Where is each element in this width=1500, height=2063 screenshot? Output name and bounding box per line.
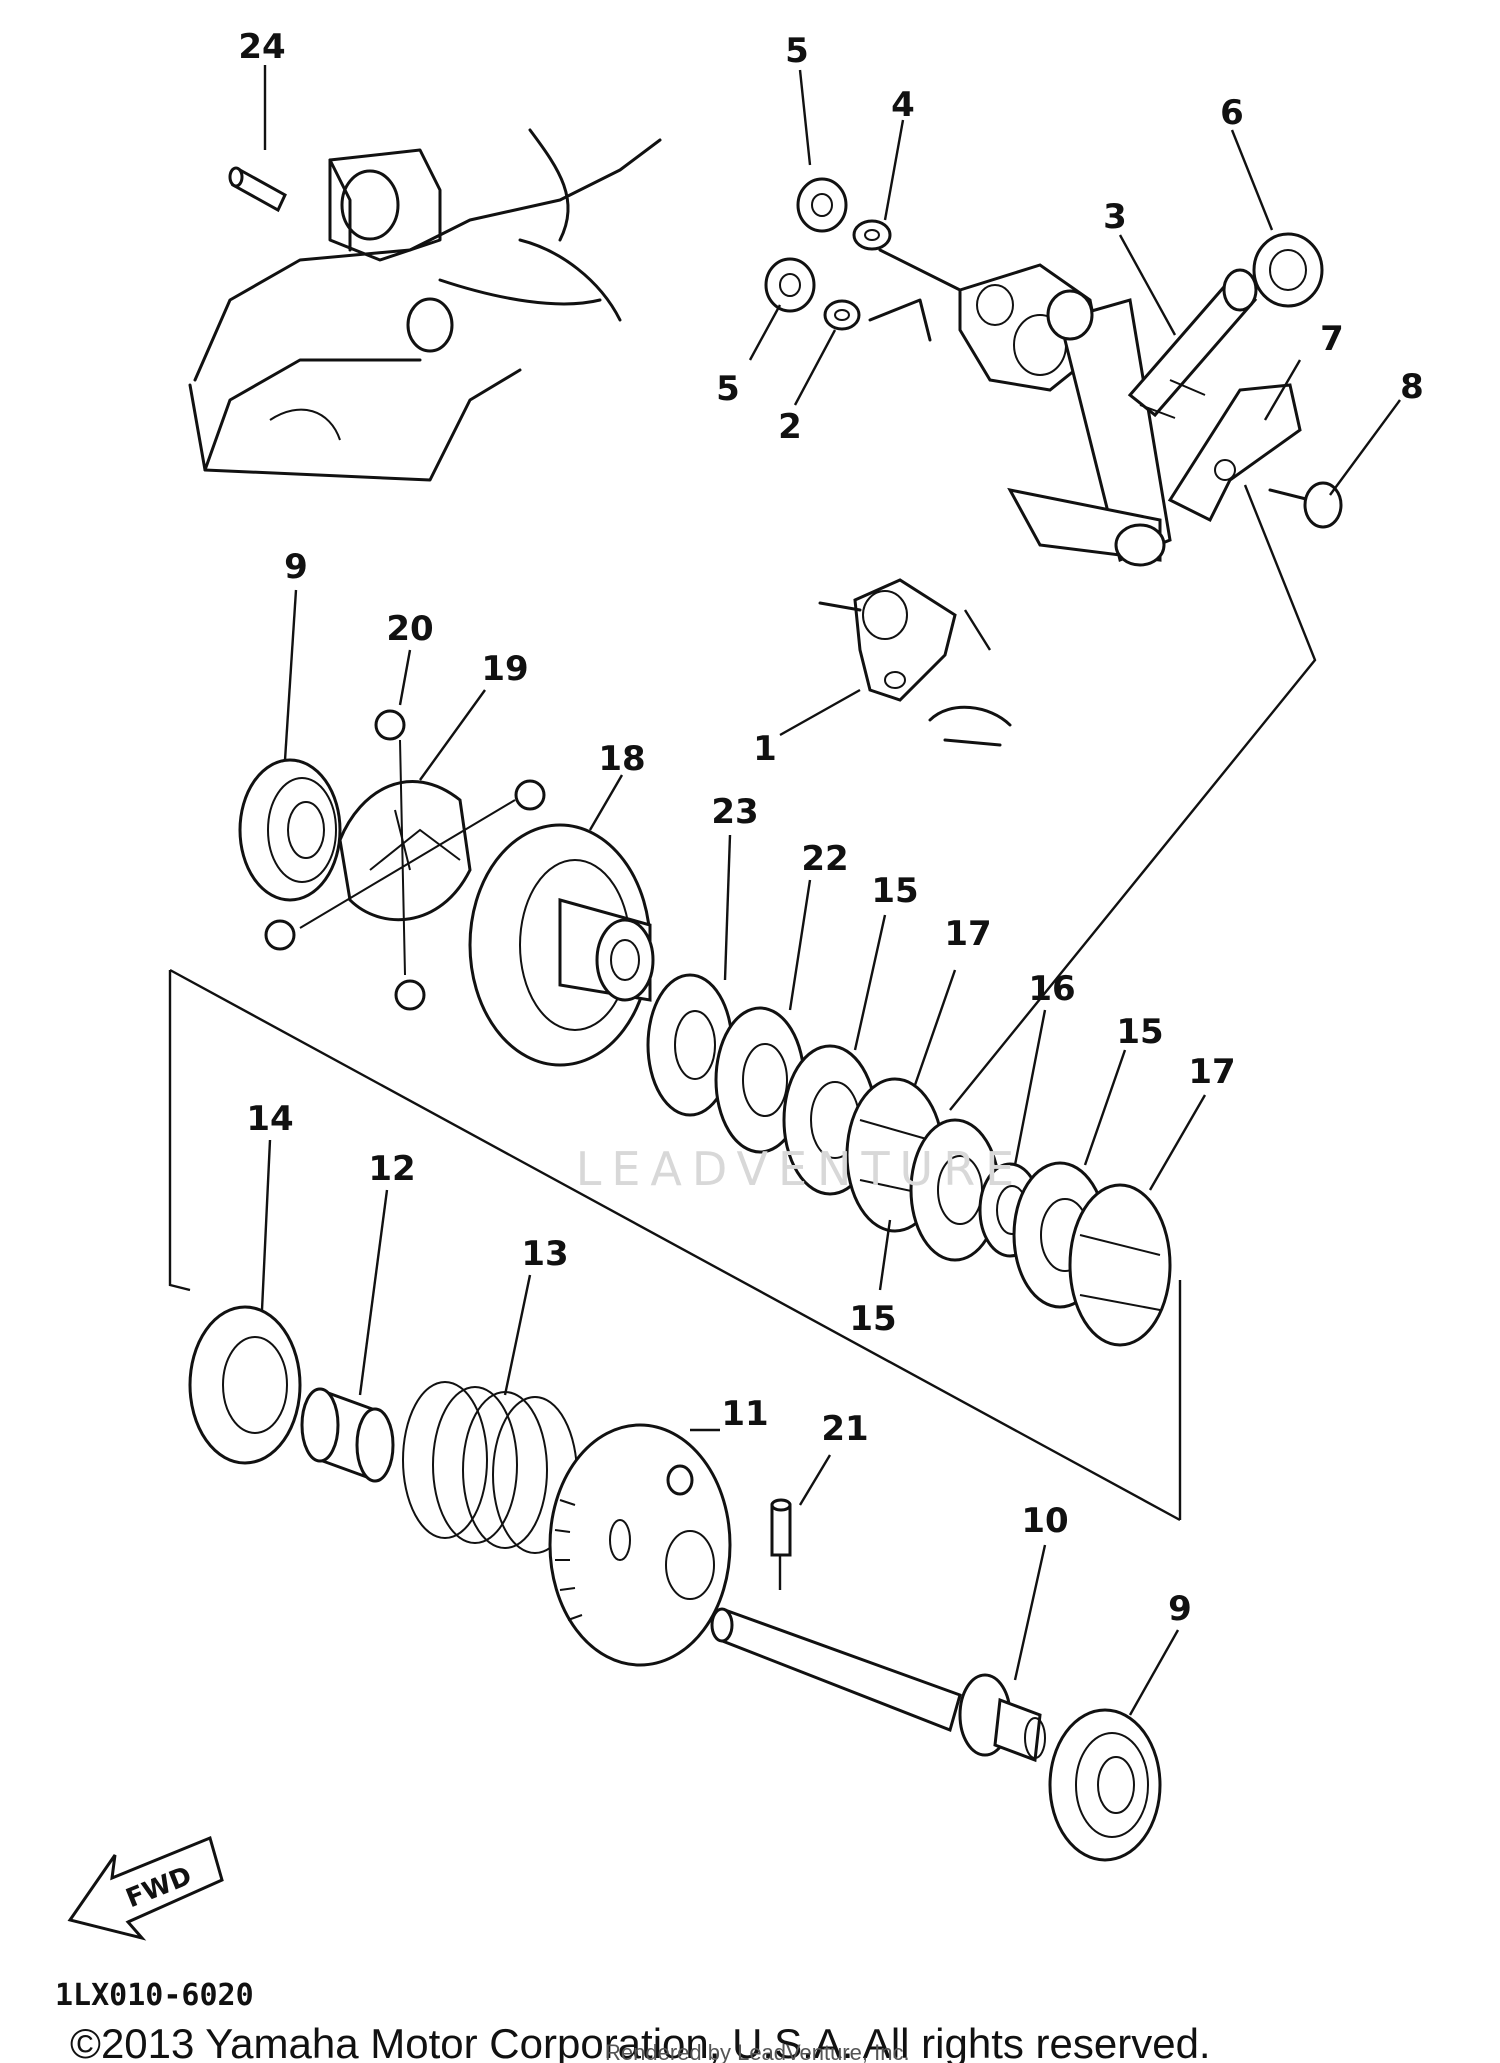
callout-13: 13 (521, 1234, 568, 1274)
callout-15-c: 15 (849, 1299, 896, 1339)
nut-5-lower (764, 257, 816, 313)
rendered-by-credit: Rendered by LeadVenture, Inc. (605, 2040, 910, 2063)
watermark-text: LEADVENTURE (576, 1142, 1025, 1196)
callout-18: 18 (598, 739, 645, 779)
callout-3: 3 (1103, 197, 1127, 237)
copyright-notice: ©2013 Yamaha Motor Corporation, U.S.A. A… (70, 2020, 1211, 2063)
hub-18 (468, 823, 655, 1067)
nut-5-upper (796, 177, 848, 233)
fwd-arrow-icon: FWD (67, 1835, 224, 1941)
seal-14 (188, 1305, 302, 1465)
callout-15-a: 15 (871, 871, 918, 911)
callout-labels: 24 5 4 6 3 5 2 7 8 9 20 19 1 18 23 22 15… (238, 27, 1424, 1629)
kick-lever-arm (1007, 289, 1172, 567)
ratchet-19 (264, 709, 546, 1011)
callout-15-b: 15 (1116, 1012, 1163, 1052)
callout-4: 4 (891, 85, 915, 125)
callout-7: 7 (1320, 319, 1344, 359)
plate-7 (1167, 383, 1302, 523)
callout-19: 19 (481, 649, 528, 689)
crankcase-section (188, 128, 662, 482)
part-code: 1LX010-6020 (55, 1978, 254, 2013)
bolt-8 (1268, 481, 1343, 529)
pin-21 (770, 1498, 792, 1557)
callout-9-bottom: 9 (1168, 1589, 1192, 1629)
callout-20: 20 (386, 609, 433, 649)
callout-5-bottom: 5 (716, 369, 740, 409)
callout-16: 16 (1028, 969, 1075, 1009)
callout-6: 6 (1220, 93, 1244, 133)
washer-4 (852, 219, 892, 251)
assembly-lines (168, 484, 1317, 1590)
seal-6 (1252, 232, 1324, 308)
callout-21: 21 (821, 1409, 868, 1449)
callout-17-a: 17 (944, 914, 991, 954)
callout-5-top: 5 (785, 31, 809, 71)
callout-1: 1 (753, 729, 777, 769)
callout-11: 11 (721, 1394, 768, 1434)
gear-11 (548, 1423, 732, 1667)
callout-2: 2 (778, 407, 802, 447)
shaft-10 (710, 1607, 1046, 1763)
shaft-3 (1127, 268, 1258, 419)
callout-12: 12 (368, 1149, 415, 1189)
callout-24: 24 (238, 27, 285, 67)
bearing-9-lower (1048, 1708, 1162, 1862)
collar-12 (300, 1387, 395, 1483)
bearing-9-upper (238, 758, 342, 902)
callout-8: 8 (1400, 367, 1424, 407)
leader-lines (260, 65, 1401, 1716)
callout-22: 22 (801, 839, 848, 879)
callout-17-b: 17 (1188, 1052, 1235, 1092)
plate-17b (1068, 1183, 1172, 1347)
washer-2 (823, 299, 861, 331)
callout-10: 10 (1021, 1501, 1068, 1541)
callout-9-top: 9 (284, 547, 308, 587)
washer-15b (909, 1118, 1001, 1262)
dowel-pin-24 (228, 166, 287, 213)
callout-23: 23 (711, 792, 758, 832)
callout-14: 14 (246, 1099, 293, 1139)
cam-plate-1 (818, 578, 1012, 747)
